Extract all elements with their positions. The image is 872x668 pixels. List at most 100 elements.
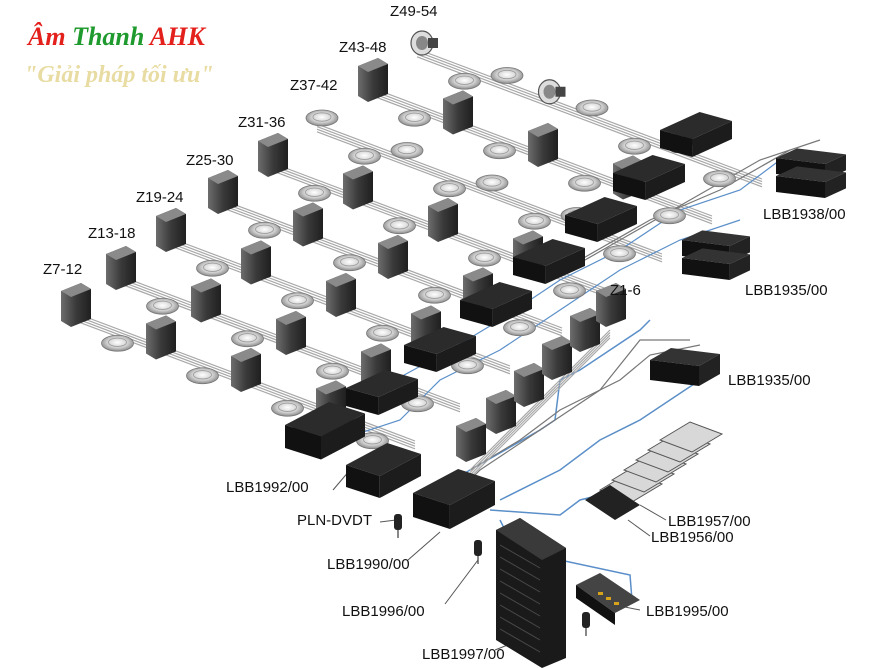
box-speaker-icon (106, 246, 136, 290)
ceiling-speaker-icon (390, 142, 424, 159)
ceiling-speaker-icon (575, 99, 609, 117)
box-speaker-icon (208, 170, 238, 214)
device-label-pln-dvdt: PLN-DVDT (297, 512, 373, 529)
zone-label-z43-48: Z43-48 (339, 39, 387, 56)
brand-slogan: "Giải pháp tối ưu" (24, 62, 214, 88)
ceiling-speaker-icon (703, 170, 736, 188)
ceiling-speaker-icon (553, 282, 586, 300)
amplifier-unit-icon (285, 402, 365, 460)
zone-cable-bundle (469, 329, 611, 479)
ceiling-speaker-icon (490, 67, 524, 84)
cable-line (469, 344, 701, 471)
zone-label-z1-6: Z1-6 (610, 282, 641, 299)
box-speaker-icon (456, 418, 486, 462)
device-label-lbb1938: LBB1938/00 (763, 206, 846, 223)
box-speaker-icon (231, 348, 261, 392)
zone-label-z19-24: Z19-24 (136, 189, 184, 206)
power-amplifier-icon (650, 348, 720, 386)
box-speaker-icon (528, 123, 558, 167)
device-label-lbb1992: LBB1992/00 (226, 479, 309, 496)
amplifier-unit-icon (346, 370, 418, 415)
ceiling-speaker-icon (418, 286, 451, 304)
cable-line (549, 139, 821, 281)
leader-line (639, 504, 667, 521)
box-speaker-icon (514, 363, 544, 407)
equipment-cabinet-icon (496, 518, 566, 668)
microphone-icon (474, 540, 482, 564)
controller-unit-icon (413, 469, 495, 529)
ceiling-speaker-icon (298, 184, 331, 202)
box-speaker-icon (358, 58, 388, 102)
box-speaker-icon (258, 133, 288, 177)
microphone-icon (394, 514, 402, 538)
power-amplifier-rack-icon (682, 230, 750, 280)
zone-label-z7-12: Z7-12 (43, 261, 83, 278)
leader-line (407, 531, 441, 561)
ceiling-speaker-icon (231, 330, 264, 348)
device-label-lbb1957: LBB1957/00 (668, 513, 751, 530)
amplifier-unit-icon (513, 239, 585, 284)
box-speaker-icon (443, 90, 473, 135)
amplifier-unit-icon (613, 155, 685, 200)
ceiling-speaker-icon (305, 109, 339, 127)
leader-line (627, 519, 651, 537)
ceiling-speaker-icon (475, 174, 509, 192)
box-speaker-icon (378, 235, 408, 279)
power-amplifier-rack-icon (776, 148, 846, 198)
box-speaker-icon (570, 308, 600, 352)
box-speaker-icon (486, 390, 516, 434)
ceiling-speaker-icon (451, 357, 484, 375)
horn-speaker-icon (410, 30, 438, 56)
box-speaker-icon (293, 202, 323, 247)
ceiling-speaker-icon (468, 249, 501, 267)
box-speaker-icon (276, 311, 306, 355)
box-speaker-icon (428, 198, 458, 242)
device-label-lbb1956: LBB1956/00 (651, 529, 734, 546)
ceiling-speaker-icon (366, 324, 399, 342)
call-station-module-icon (576, 573, 640, 625)
leader-line (379, 519, 397, 523)
signal-cable (499, 379, 701, 501)
brand-word-am: Âm (28, 22, 66, 51)
ceiling-speaker-icon (348, 147, 381, 165)
leader-line (444, 559, 479, 605)
ceiling-speaker-icon (518, 212, 551, 230)
ceiling-speaker-icon (186, 367, 219, 385)
device-label-lbb1935-upper: LBB1935/00 (745, 282, 828, 299)
amplifier-unit-icon (660, 112, 732, 157)
ceiling-speaker-icon (383, 217, 416, 235)
zone-label-z25-30: Z25-30 (186, 152, 234, 169)
ceiling-speaker-icon (316, 362, 349, 380)
box-speaker-icon (596, 283, 626, 327)
box-speaker-icon (146, 315, 176, 360)
ceiling-speaker-icon (196, 259, 229, 277)
horn-speaker-icon (537, 79, 566, 105)
ceiling-speaker-icon (333, 254, 366, 272)
ceiling-speaker-icon (146, 297, 179, 315)
ceiling-speaker-icon (398, 109, 431, 127)
box-speaker-icon (343, 165, 373, 210)
ceiling-speaker-icon (281, 292, 314, 310)
box-speaker-icon (191, 278, 221, 323)
equipment-layer (285, 112, 846, 668)
box-speaker-icon (156, 208, 186, 252)
zone-label-z13-18: Z13-18 (88, 225, 136, 242)
ceiling-speaker-icon (483, 142, 516, 160)
ceiling-speaker-icon (248, 221, 281, 239)
box-speaker-icon (542, 336, 572, 380)
microphone-icon (582, 612, 590, 636)
brand-logo: Âm Thanh AHK (28, 22, 205, 52)
signal-cable (489, 494, 601, 516)
ceiling-speaker-icon (433, 180, 466, 198)
ceiling-speaker-icon (271, 399, 304, 417)
ceiling-speaker-icon (448, 72, 481, 90)
box-speaker-icon (61, 283, 91, 327)
ceiling-speaker-icon (568, 174, 601, 192)
device-label-lbb1990: LBB1990/00 (327, 556, 410, 573)
device-label-lbb1997: LBB1997/00 (422, 646, 505, 663)
dvd-player-icon (346, 443, 421, 498)
brand-word-thanh: Thanh (72, 22, 145, 51)
amplifier-unit-icon (404, 327, 476, 372)
ceiling-speaker-icon (653, 207, 686, 225)
